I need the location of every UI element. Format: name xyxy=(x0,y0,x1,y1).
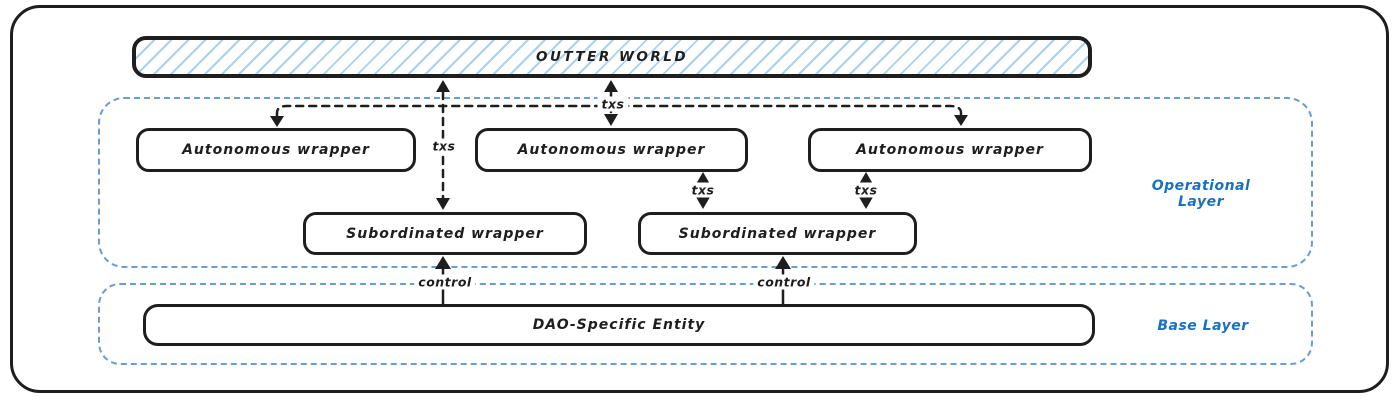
node-autonomous-wrapper-1-label: Autonomous wrapper xyxy=(182,142,370,158)
node-dao-specific-entity: DAO-Specific Entity xyxy=(143,304,1095,346)
edge-label-txs-1: txs xyxy=(428,138,460,154)
node-autonomous-wrapper-1: Autonomous wrapper xyxy=(136,128,416,172)
node-outter-world: OUTTER WORLD xyxy=(132,36,1092,78)
node-outter-world-label: OUTTER WORLD xyxy=(535,49,689,65)
operational-layer-label: Operational Layer xyxy=(1151,177,1251,210)
node-autonomous-wrapper-3: Autonomous wrapper xyxy=(808,128,1092,172)
base-layer-container xyxy=(98,283,1313,365)
node-subordinated-wrapper-2: Subordinated wrapper xyxy=(638,212,917,255)
node-dao-specific-entity-label: DAO-Specific Entity xyxy=(532,317,706,333)
operational-layer-container xyxy=(98,97,1313,268)
edge-label-control-2: control xyxy=(753,274,815,290)
node-autonomous-wrapper-2: Autonomous wrapper xyxy=(475,128,748,172)
node-autonomous-wrapper-3-label: Autonomous wrapper xyxy=(856,142,1044,158)
edge-label-control-1: control xyxy=(414,274,476,290)
base-layer-label: Base Layer xyxy=(1157,317,1249,334)
node-subordinated-wrapper-1: Subordinated wrapper xyxy=(303,212,587,255)
edge-label-txs-4: txs xyxy=(850,182,882,198)
node-subordinated-wrapper-1-label: Subordinated wrapper xyxy=(346,225,544,242)
edge-label-txs-3: txs xyxy=(687,182,719,198)
node-subordinated-wrapper-2-label: Subordinated wrapper xyxy=(678,225,877,242)
edge-label-txs-2: txs xyxy=(597,96,629,112)
node-autonomous-wrapper-2-label: Autonomous wrapper xyxy=(517,142,706,158)
